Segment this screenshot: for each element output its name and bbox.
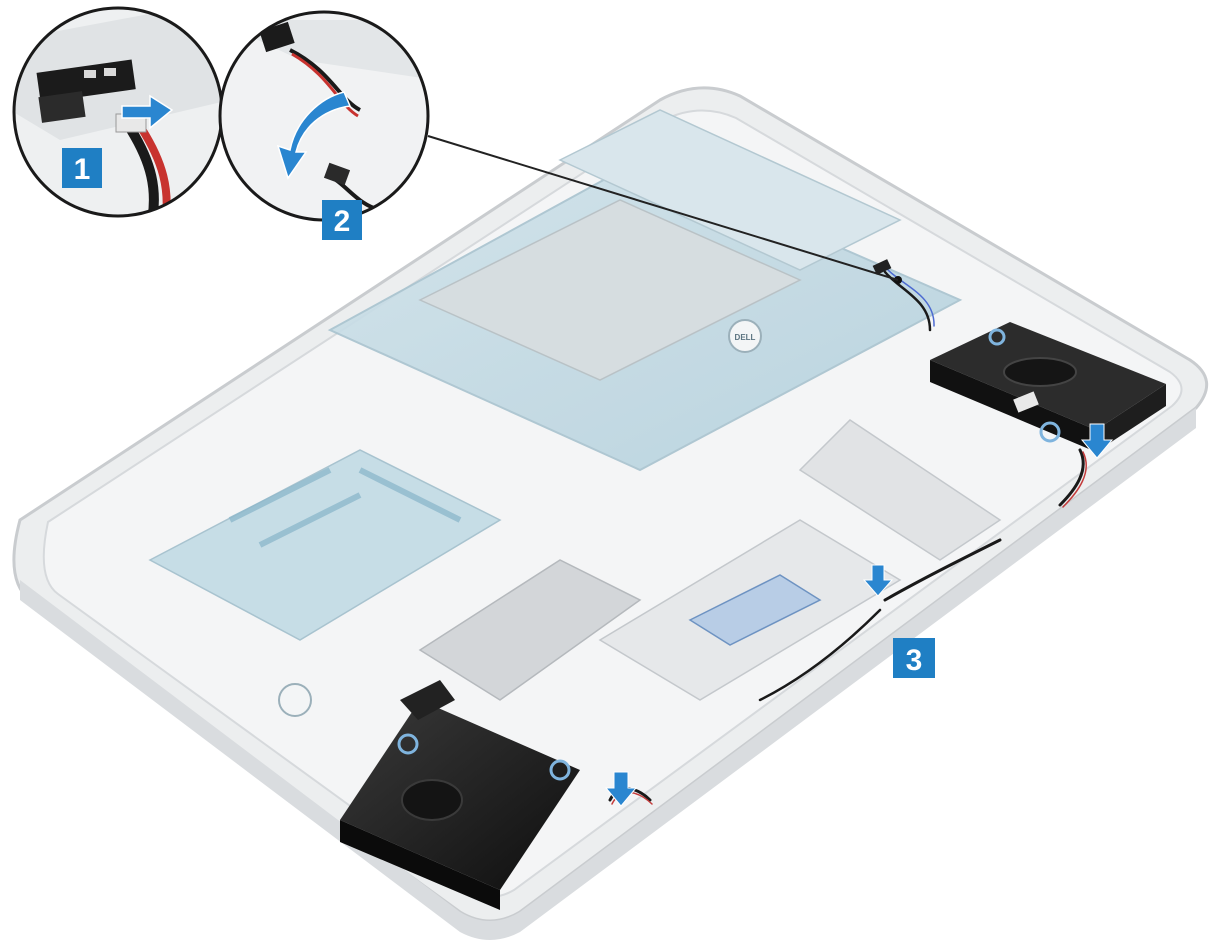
step-badge-3: 3 bbox=[893, 638, 935, 678]
speaker-right bbox=[930, 322, 1166, 452]
lower-tray bbox=[418, 419, 1002, 701]
speaker-left bbox=[340, 680, 580, 910]
curved-arrow-icon bbox=[276, 91, 352, 180]
svg-text:3: 3 bbox=[906, 644, 923, 677]
board-logo: DELL bbox=[735, 333, 756, 342]
step-badge-1: 1 bbox=[62, 148, 102, 188]
curved-arrow-icon bbox=[121, 94, 174, 130]
step-badge-2: 2 bbox=[322, 200, 362, 240]
leader-line bbox=[427, 135, 899, 281]
system-board: DELL bbox=[148, 109, 963, 717]
svg-text:2: 2 bbox=[334, 205, 351, 238]
svg-text:1: 1 bbox=[74, 153, 91, 186]
down-arrow-icon bbox=[862, 564, 894, 597]
detail-callout-2: 2 bbox=[218, 10, 430, 240]
detail-callout-1: 1 bbox=[12, 6, 224, 218]
down-arrow-icon bbox=[604, 771, 638, 807]
down-arrow-icon bbox=[1080, 423, 1114, 459]
connector-top bbox=[872, 259, 892, 275]
